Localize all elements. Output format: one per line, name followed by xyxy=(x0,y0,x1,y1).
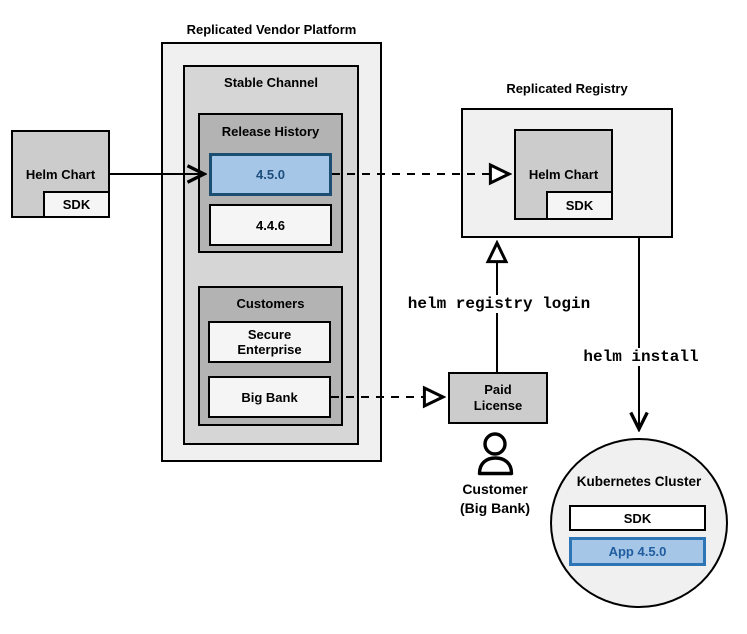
paid-license-label: Paid License xyxy=(473,382,523,413)
customer-big-bank: Big Bank xyxy=(208,376,331,418)
helm-chart-label: Helm Chart xyxy=(528,167,599,182)
sdk-label: SDK xyxy=(565,198,594,213)
vendor-sdk-box: SDK xyxy=(43,191,110,218)
release-version-4-5-0: 4.5.0 xyxy=(209,153,332,196)
release-history-title: Release History xyxy=(221,124,320,139)
customer-name-label: Secure Enterprise xyxy=(237,327,302,357)
sdk-label: SDK xyxy=(62,197,91,212)
release-version-label: 4.4.6 xyxy=(256,217,285,233)
registry-sdk-box: SDK xyxy=(546,191,613,220)
paid-license-box: Paid License xyxy=(448,372,548,424)
helm-chart-label: Helm Chart xyxy=(25,166,96,182)
vendor-platform-title: Replicated Vendor Platform xyxy=(186,22,357,37)
command-helm-install: helm install xyxy=(576,348,706,366)
customer-caption: Customer (Big Bank) xyxy=(460,481,530,516)
kubernetes-app-box: App 4.5.0 xyxy=(569,537,706,566)
customers-title: Customers xyxy=(236,296,305,311)
stable-channel-title: Stable Channel xyxy=(224,75,318,90)
app-version-label: App 4.5.0 xyxy=(608,544,667,559)
kubernetes-sdk-box: SDK xyxy=(569,505,706,531)
sdk-label: SDK xyxy=(623,510,652,526)
registry-title: Replicated Registry xyxy=(506,81,628,96)
release-version-4-4-6: 4.4.6 xyxy=(209,204,332,246)
customer-name-label: Big Bank xyxy=(241,389,298,405)
person-icon xyxy=(477,432,514,476)
release-version-label: 4.5.0 xyxy=(256,167,285,182)
command-registry-login: helm registry login xyxy=(397,295,601,313)
kubernetes-cluster-title: Kubernetes Cluster xyxy=(576,474,702,489)
customer-secure-enterprise: Secure Enterprise xyxy=(208,321,331,363)
